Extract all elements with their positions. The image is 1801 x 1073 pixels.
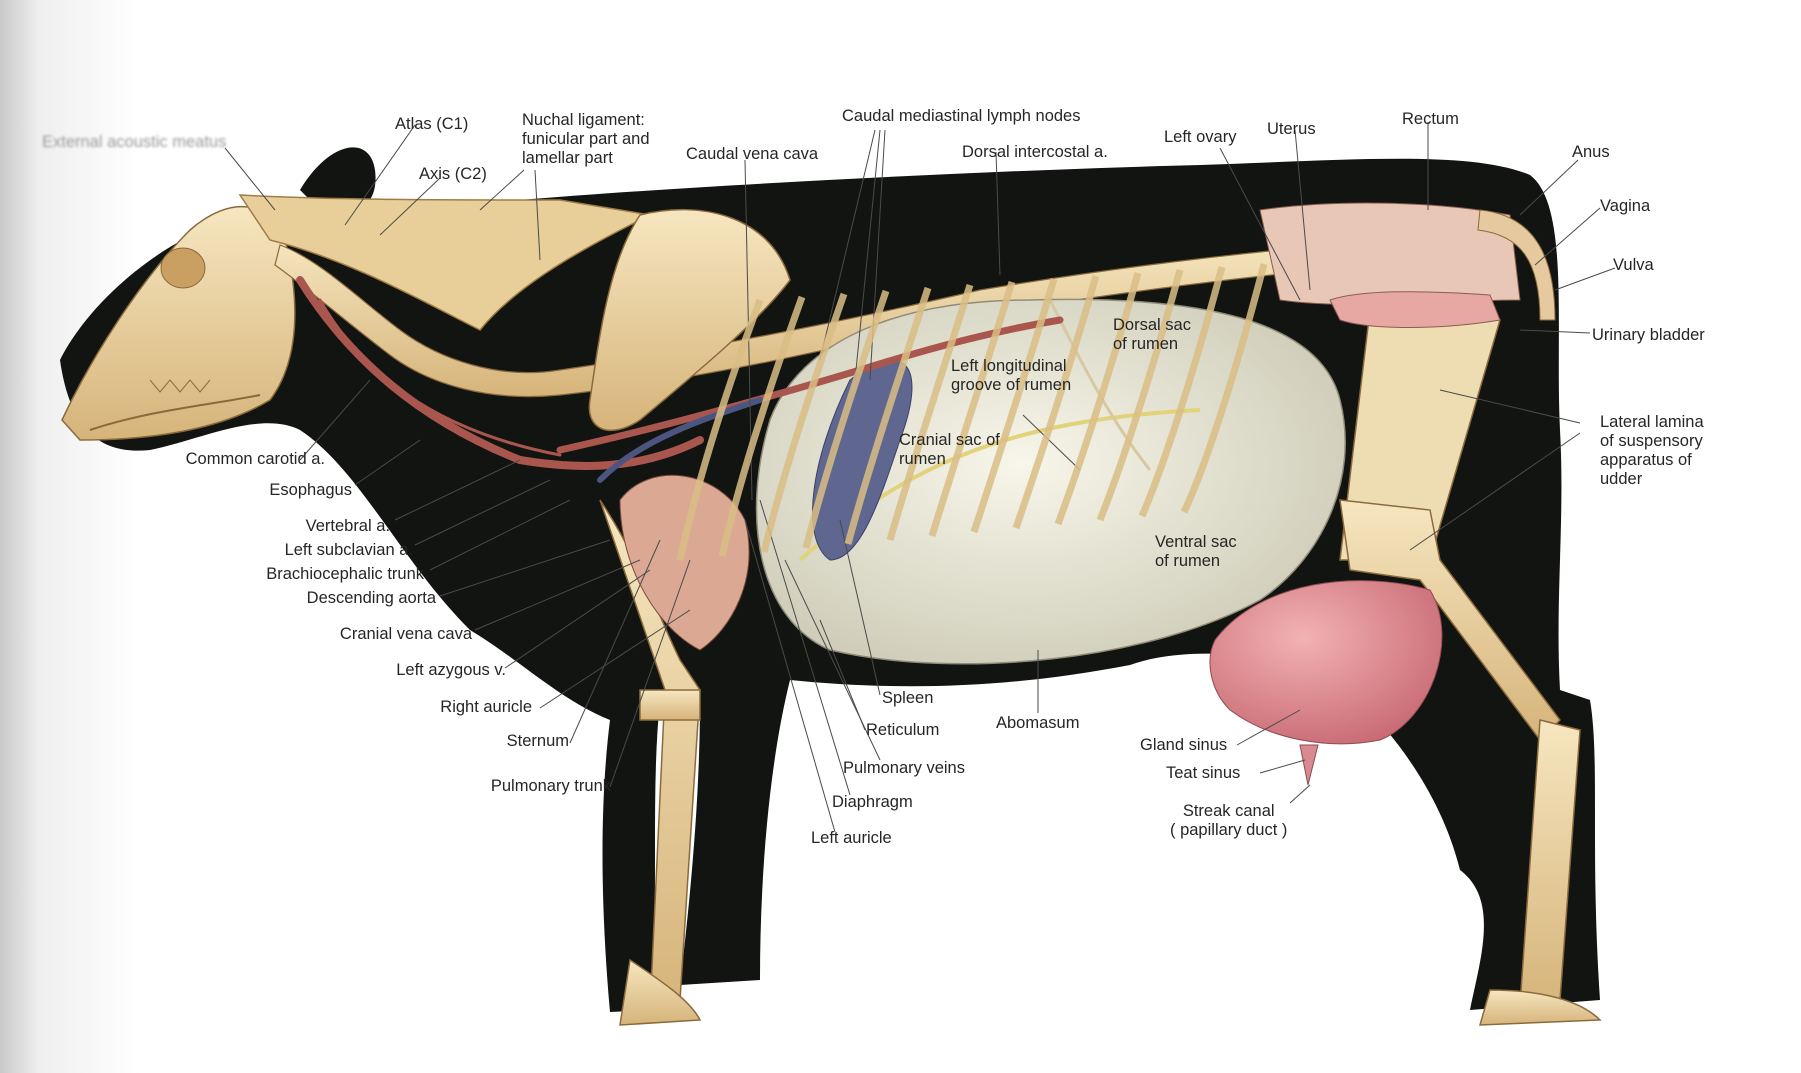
label-spleen: Spleen xyxy=(882,689,933,708)
label-axis: Axis (C2) xyxy=(419,165,487,184)
label-diaphragm: Diaphragm xyxy=(832,793,913,812)
label-pulmonary-trunk: Pulmonary trunk xyxy=(440,777,611,796)
label-atlas: Atlas (C1) xyxy=(395,115,468,134)
label-vertebral: Vertebral a. xyxy=(230,517,390,536)
label-rectum: Rectum xyxy=(1402,110,1459,129)
label-teat-sinus: Teat sinus xyxy=(1166,764,1240,783)
label-cranial-vena-cava: Cranial vena cava xyxy=(280,625,472,644)
label-caudal-vena-cava: Caudal vena cava xyxy=(686,145,818,164)
label-cranial-sac: Cranial sac of rumen xyxy=(899,431,1000,469)
label-sternum: Sternum xyxy=(430,732,569,751)
label-streak-canal: Streak canal ( papillary duct ) xyxy=(1170,802,1287,840)
label-anus: Anus xyxy=(1572,143,1610,162)
label-gland-sinus: Gland sinus xyxy=(1140,736,1227,755)
label-left-subclavian: Left subclavian a. xyxy=(230,541,413,560)
label-dorsal-intercostal: Dorsal intercostal a. xyxy=(962,143,1108,162)
label-pulmonary-veins: Pulmonary veins xyxy=(843,759,965,778)
label-lateral-lamina: Lateral lamina of suspensory apparatus o… xyxy=(1600,413,1704,489)
label-left-auricle: Left auricle xyxy=(811,829,892,848)
label-brachiocephalic-trunk: Brachiocephalic trunk xyxy=(230,565,424,584)
label-uterus: Uterus xyxy=(1267,120,1316,139)
label-abomasum: Abomasum xyxy=(996,714,1079,733)
label-nuchal-ligament: Nuchal ligament: funicular part and lame… xyxy=(522,111,650,168)
label-left-azygous: Left azygous v. xyxy=(330,661,506,680)
label-dorsal-sac: Dorsal sac of rumen xyxy=(1113,316,1191,354)
label-descending-aorta: Descending aorta xyxy=(230,589,436,608)
label-esophagus: Esophagus xyxy=(200,481,352,500)
label-common-carotid: Common carotid a. xyxy=(150,450,325,469)
label-external-acoustic-meatus: External acoustic meatus xyxy=(42,133,226,152)
label-caudal-mediastinal-lymph-nodes: Caudal mediastinal lymph nodes xyxy=(842,107,1080,126)
label-left-longitudinal-groove: Left longitudinal groove of rumen xyxy=(951,357,1071,395)
label-vagina: Vagina xyxy=(1600,197,1650,216)
label-ventral-sac: Ventral sac of rumen xyxy=(1155,533,1237,571)
label-reticulum: Reticulum xyxy=(866,721,939,740)
label-vulva: Vulva xyxy=(1613,256,1654,275)
label-left-ovary: Left ovary xyxy=(1164,128,1236,147)
label-urinary-bladder: Urinary bladder xyxy=(1592,326,1705,345)
label-right-auricle: Right auricle xyxy=(380,698,532,717)
